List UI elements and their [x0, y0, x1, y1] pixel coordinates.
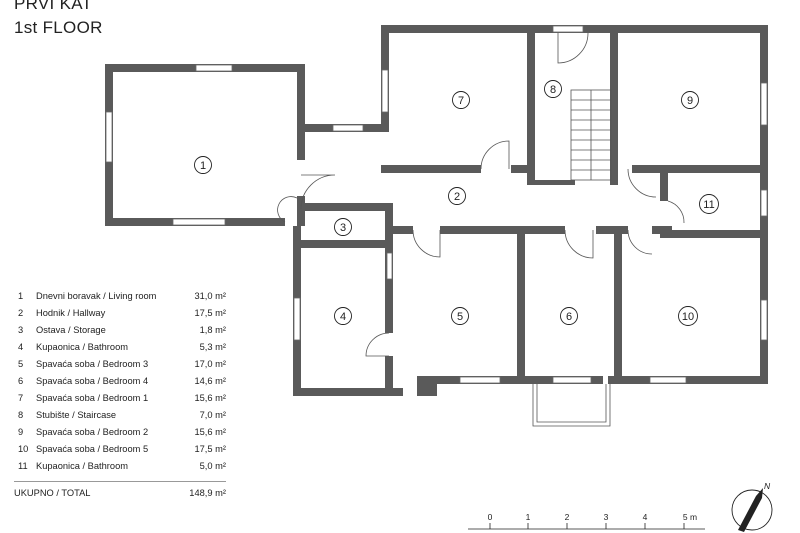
- legend-room-name: Spavaća soba / Bedroom 5: [36, 444, 149, 454]
- legend-row: 5 Spavaća soba / Bedroom 3 17,0 m²: [14, 358, 226, 370]
- legend-area: 17,5 m²: [194, 444, 226, 454]
- staircase: [570, 89, 612, 181]
- legend-area: 1,8 m²: [199, 325, 226, 335]
- svg-text:8: 8: [550, 84, 556, 96]
- legend-row: 8 Stubište / Staircase 7,0 m²: [14, 409, 226, 421]
- room-label-4: 4: [334, 307, 352, 325]
- legend-room-name: Dnevni boravak / Living room: [36, 291, 157, 301]
- svg-text:1: 1: [200, 160, 206, 172]
- legend-room-name: Spavaća soba / Bedroom 3: [36, 359, 149, 369]
- legend-number: 10: [18, 444, 29, 454]
- legend-number: 5: [18, 359, 24, 369]
- svg-text:4: 4: [340, 311, 346, 323]
- room-label-9: 9: [681, 91, 699, 109]
- legend-number: 1: [18, 291, 24, 301]
- floor-title-english: 1st FLOOR: [14, 18, 103, 37]
- compass-label: N: [764, 481, 771, 491]
- scale-tick-1: 1: [526, 512, 531, 522]
- legend-row: 4 Kupaonica / Bathroom 5,3 m²: [14, 341, 226, 353]
- legend-area: 15,6 m²: [194, 427, 226, 437]
- legend-row: 2 Hodnik / Hallway 17,5 m²: [14, 307, 226, 319]
- legend-room-name: Hodnik / Hallway: [36, 308, 106, 318]
- legend-area: 31,0 m²: [194, 291, 226, 301]
- legend-row: 7 Spavaća soba / Bedroom 1 15,6 m²: [14, 392, 226, 404]
- room-label-8: 8: [544, 80, 562, 98]
- scale-bar: 0 1 2 3 4 5 m: [468, 512, 705, 530]
- legend-area: 17,0 m²: [194, 359, 226, 369]
- svg-text:11: 11: [703, 199, 714, 211]
- legend-room-name: Ostava / Storage: [36, 325, 106, 335]
- room-label-1: 1: [194, 156, 212, 174]
- legend-room-name: Kupaonica / Bathroom: [36, 461, 128, 471]
- svg-text:6: 6: [566, 311, 572, 323]
- legend-area: 7,0 m²: [199, 410, 226, 420]
- legend-number: 8: [18, 410, 24, 420]
- svg-text:7: 7: [458, 95, 464, 107]
- legend-number: 9: [18, 427, 24, 437]
- legend-number: 11: [18, 461, 28, 471]
- legend-row: 1 Dnevni boravak / Living room 31,0 m²: [14, 290, 226, 302]
- legend-number: 7: [18, 393, 24, 403]
- room-label-2: 2: [448, 187, 466, 205]
- legend-divider: [14, 481, 226, 482]
- scale-tick-0: 0: [488, 512, 493, 522]
- legend-row: 9 Spavaća soba / Bedroom 2 15,6 m²: [14, 426, 226, 438]
- doors: [277, 32, 685, 357]
- legend-number: 4: [18, 342, 24, 352]
- room-label-6: 6: [560, 307, 578, 325]
- legend-area: 17,5 m²: [194, 308, 226, 318]
- svg-text:9: 9: [687, 95, 693, 107]
- scale-tick-3: 3: [604, 512, 609, 522]
- legend-row: 3 Ostava / Storage 1,8 m²: [14, 324, 226, 336]
- room-label-3: 3: [334, 218, 352, 236]
- legend-room-name: Spavaća soba / Bedroom 4: [36, 376, 149, 386]
- svg-text:2: 2: [454, 191, 460, 203]
- legend-row: 11 Kupaonica / Bathroom 5,0 m²: [14, 460, 226, 472]
- floor-title-croatian: PRVI KAT: [14, 0, 93, 13]
- svg-text:10: 10: [682, 311, 694, 323]
- total-label: UKUPNO / TOTAL: [14, 488, 91, 498]
- scale-tick-5: 5 m: [683, 512, 697, 522]
- legend-room-name: Spavaća soba / Bedroom 1: [36, 393, 149, 403]
- windows: [105, 25, 768, 384]
- legend-area: 14,6 m²: [194, 376, 226, 386]
- room-label-5: 5: [451, 307, 469, 325]
- legend-row: 6 Spavaća soba / Bedroom 4 14,6 m²: [14, 375, 226, 387]
- legend-number: 3: [18, 325, 24, 335]
- legend-area: 5,0 m²: [199, 461, 226, 471]
- balcony: [532, 384, 611, 427]
- scale-tick-2: 2: [565, 512, 570, 522]
- compass-icon: N: [731, 481, 773, 532]
- room-label-10: 10: [678, 306, 698, 326]
- legend-area: 5,3 m²: [199, 342, 226, 352]
- legend-row: 10 Spavaća soba / Bedroom 5 17,5 m²: [14, 443, 226, 455]
- legend-room-name: Spavaća soba / Bedroom 2: [36, 427, 149, 437]
- legend-number: 2: [18, 308, 24, 318]
- total-area: 148,9 m²: [189, 488, 226, 498]
- svg-text:5: 5: [457, 311, 463, 323]
- scale-tick-4: 4: [643, 512, 648, 522]
- room-label-11: 11: [699, 194, 719, 214]
- svg-text:3: 3: [340, 222, 346, 234]
- room-label-7: 7: [452, 91, 470, 109]
- legend-room-name: Stubište / Staircase: [36, 410, 117, 420]
- legend-room-name: Kupaonica / Bathroom: [36, 342, 128, 352]
- legend-number: 6: [18, 376, 24, 386]
- legend-area: 15,6 m²: [194, 393, 226, 403]
